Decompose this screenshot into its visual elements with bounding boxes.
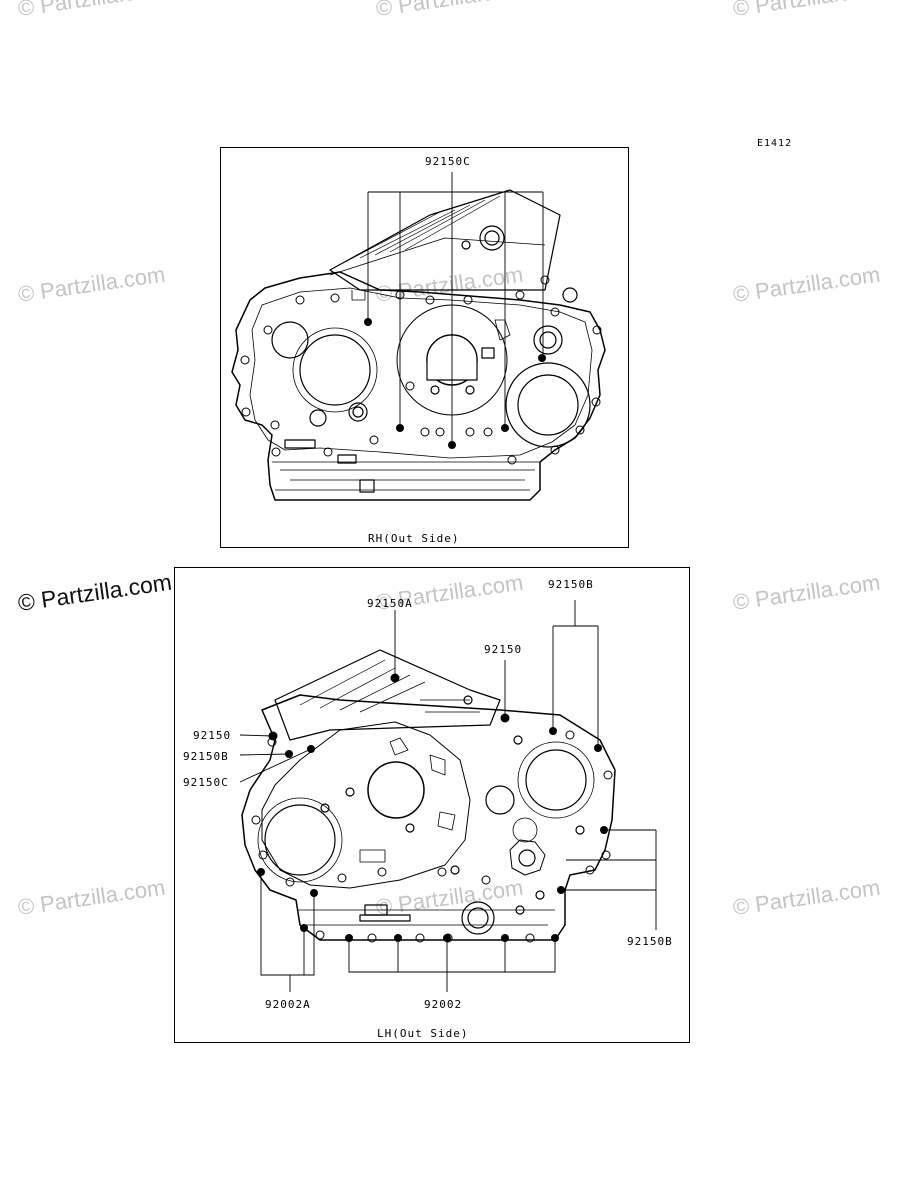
lh-label-right-92150b: 92150B xyxy=(627,935,673,948)
rh-panel-frame xyxy=(220,147,629,548)
lh-label-left-92150b: 92150B xyxy=(183,750,229,763)
lh-panel-frame xyxy=(174,567,690,1043)
rh-caption: RH(Out Side) xyxy=(368,532,460,545)
figure-code: E1412 xyxy=(757,138,793,149)
lh-label-92150a: 92150A xyxy=(367,597,413,610)
rh-crankcase xyxy=(231,172,606,501)
lh-label-92150: 92150 xyxy=(484,643,523,656)
lh-label-92002: 92002 xyxy=(424,998,463,1011)
lh-label-left-92150c: 92150C xyxy=(183,776,229,789)
lh-label-92150b-top: 92150B xyxy=(548,578,594,591)
lh-caption: LH(Out Side) xyxy=(377,1027,469,1040)
lh-label-left-92150: 92150 xyxy=(193,729,232,742)
rh-label-92150c: 92150C xyxy=(425,155,471,168)
lh-crankcase xyxy=(239,600,657,992)
lh-label-92002a: 92002A xyxy=(265,998,311,1011)
